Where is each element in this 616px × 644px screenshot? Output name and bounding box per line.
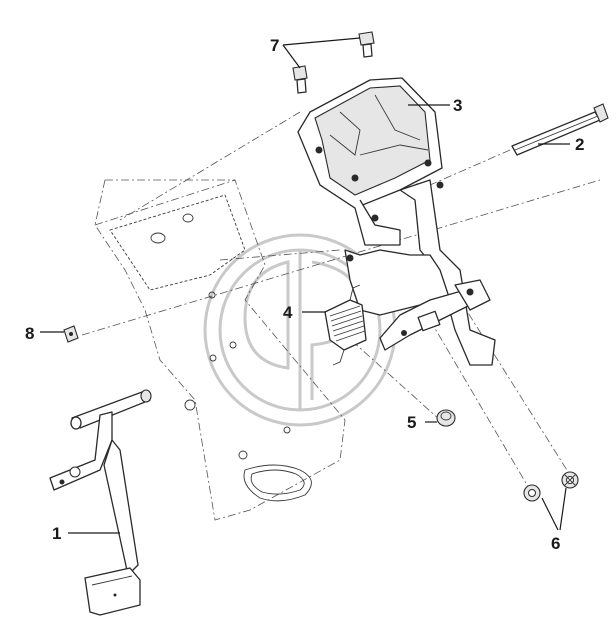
part-7-bolt-a (292, 65, 308, 94)
leader-lines (40, 37, 570, 534)
part-4-return-spring (324, 284, 367, 366)
part-8-clip (63, 325, 79, 343)
firewall-plate (94, 179, 346, 521)
assembly-center-lines (81, 99, 601, 491)
callout-7: 7 (270, 36, 279, 55)
callout-2: 2 (575, 135, 584, 154)
callout-3: 3 (453, 96, 462, 115)
part-2-pivot-bolt (511, 103, 609, 156)
part-1-brake-pedal (49, 389, 152, 616)
part-6-nut-b (561, 471, 579, 489)
part-3-support-bracket (297, 77, 496, 366)
part-7-bolt-b (358, 31, 375, 58)
callout-8: 8 (25, 324, 34, 343)
callout-6: 6 (551, 534, 560, 553)
callout-4: 4 (283, 303, 293, 322)
callout-5: 5 (407, 413, 416, 432)
part-5-bushing (436, 409, 456, 427)
part-6-nut-a (523, 484, 541, 502)
callout-1: 1 (52, 524, 61, 543)
